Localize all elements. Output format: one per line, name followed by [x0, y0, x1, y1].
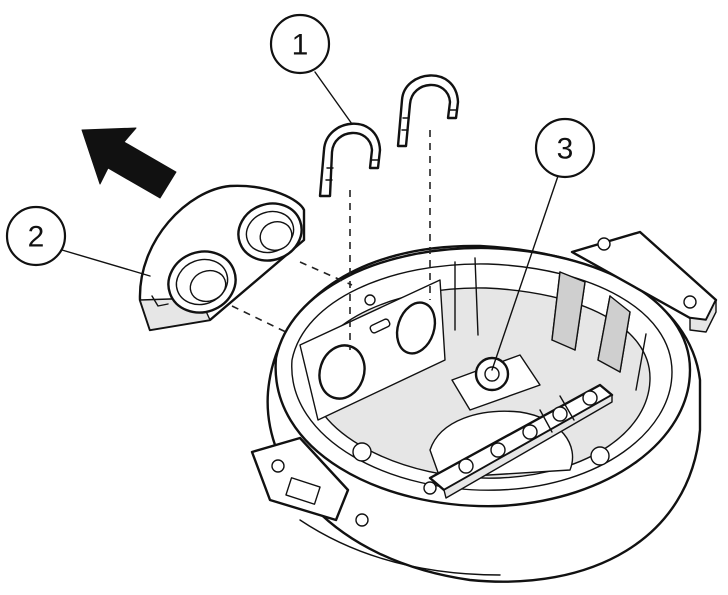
- assembly-guide-lines: [231, 130, 431, 350]
- terminal-block: [428, 383, 614, 499]
- callout-2-label: 2: [28, 221, 45, 254]
- center-screw: [451, 354, 541, 411]
- callout-1-label: 1: [292, 29, 309, 62]
- callout-2: 2: [5, 205, 67, 267]
- callout-3-label: 3: [557, 133, 574, 166]
- removal-arrow-icon: [81, 127, 177, 199]
- retaining-clips: [318, 74, 460, 198]
- callout-1: 1: [269, 13, 331, 75]
- callout-3: 3: [534, 117, 596, 179]
- cable-gland-plate: [138, 184, 306, 332]
- housing-base: [250, 230, 718, 583]
- gland-lower: [167, 250, 237, 314]
- callout-leaders: [61, 71, 559, 371]
- gland-upper: [237, 202, 303, 262]
